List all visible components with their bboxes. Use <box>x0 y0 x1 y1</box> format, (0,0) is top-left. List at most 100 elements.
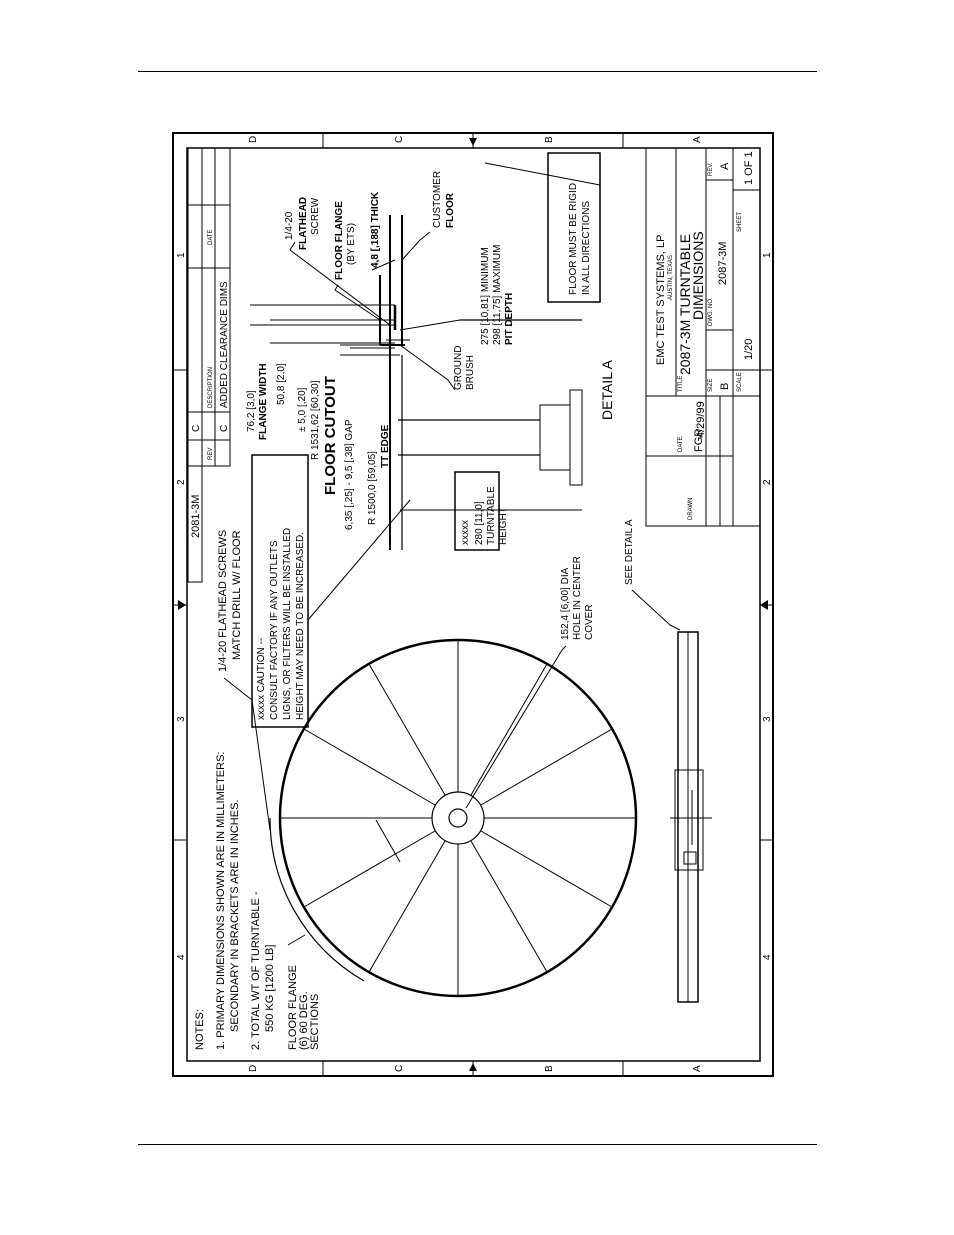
lbl-scale: SCALE <box>737 372 743 392</box>
gap-label: 6,35 [,25] - 9,5 [,38] GAP <box>344 419 355 530</box>
thick-label: 4,8 [,188] THICK <box>370 191 381 268</box>
zone-arrows <box>178 138 768 1071</box>
height-line-4: HEIGHT <box>498 507 509 545</box>
side-elevation <box>631 589 712 1003</box>
title-block <box>645 147 761 527</box>
height-text: xxxxx 280 [11,0] TURNTABLE HEIGHT <box>460 486 509 545</box>
customer-floor-label: FLOOR <box>445 192 456 228</box>
height-line-1: xxxxx <box>460 520 471 545</box>
zone-row-d-top: D <box>248 136 259 143</box>
screw-label: SCREW <box>310 197 321 235</box>
caution-leader <box>307 499 411 621</box>
zone-row-c-bot: C <box>394 1065 405 1072</box>
lbl-rev: REV. <box>708 162 714 176</box>
hole-cover-label: COVER <box>584 604 595 640</box>
notes: NOTES: 1. PRIMARY DIMENSIONS SHOWN ARE I… <box>194 752 321 1050</box>
detail-a-dims: 76,2 [3,0] FLANGE WIDTH 50,8 [2,0] ± 5,0… <box>246 171 515 530</box>
zone-row-a-top: A <box>692 136 703 143</box>
rev-description: ADDED CLEARANCE DIMS <box>219 281 230 408</box>
caution-line-1: xxxxx CAUTION -- <box>256 638 267 720</box>
brush-label: BRUSH <box>465 355 476 390</box>
floor-flange-sections: SECTIONS <box>309 994 321 1050</box>
dim-r1500: R 1500,0 [59,05] <box>367 451 378 525</box>
screws-label: 1/4-20 FLATHEAD SCREWS <box>217 530 229 672</box>
top-rule <box>138 71 817 72</box>
rev-col-desc: DESCRIPTION <box>208 367 214 408</box>
lbl-title: TITLE <box>678 376 684 392</box>
lbl-sheet: SHEET <box>737 212 743 232</box>
rev-col-date: DATE <box>208 229 214 245</box>
hole-leader <box>465 645 567 809</box>
zone-col-2-right: 2 <box>762 479 773 485</box>
detail-a-leaders <box>289 162 601 391</box>
lbl-dwg: DWG. NO. <box>708 297 714 326</box>
rigid-box <box>547 152 601 303</box>
rev-letter-head: C <box>191 425 202 432</box>
tt-edge-label: TT EDGE <box>380 424 391 468</box>
zone-col-2-left: 2 <box>176 479 187 485</box>
floor-cutout-label: FLOOR CUTOUT <box>322 376 339 495</box>
drawn-by: FGR <box>693 429 705 452</box>
screw-flathead-label: FLATHEAD <box>298 197 309 250</box>
note-2b: 550 KG [1200 LB] <box>264 945 276 1032</box>
caution-box <box>251 454 309 728</box>
note-1b: SECONDARY IN BRACKETS ARE IN INCHES. <box>229 800 241 1032</box>
pit-min-label: 275 [10,81] MINIMUM <box>480 247 491 345</box>
part-number: 2081-3M <box>190 495 202 538</box>
lbl-drawn: DRAWN <box>688 498 694 520</box>
drawing-date: 4/29/99 <box>695 401 707 438</box>
ground-label: GROUND <box>453 346 464 390</box>
dwg-number: 2087-3M <box>717 242 729 285</box>
floor-flange-ets-label: (BY ETS) <box>346 223 357 265</box>
floor-flange-leader <box>287 934 306 946</box>
screw-size-label: 1/4-20 <box>284 211 295 240</box>
rev-letter: C <box>219 425 230 432</box>
title-block-text: EMC TEST SYSTEMS, LP AUSTIN, TEXAS 2087-… <box>655 151 755 520</box>
rigid-line-2: IN ALL DIRECTIONS <box>581 201 592 295</box>
zone-row-a-bot: A <box>692 1065 703 1072</box>
zone-row-c-top: C <box>394 136 405 143</box>
zone-labels: D C B A D C B A 1 2 3 4 1 2 3 4 <box>176 136 773 1072</box>
floor-flange-detail-label: FLOOR FLANGE <box>334 201 345 280</box>
zone-row-b-top: B <box>544 136 555 143</box>
rigid-line-1: FLOOR MUST BE RIGID <box>568 183 579 295</box>
floor-flange-deg: (6) 60 DEG. <box>298 991 310 1050</box>
height-line-2: 280 [11,0] <box>474 501 485 545</box>
dim-r1531: R 1531,62 [60,30] <box>310 380 321 460</box>
drawing-subtitle: DIMENSIONS <box>690 231 706 320</box>
floor-flange-label: FLOOR FLANGE <box>287 965 299 1050</box>
zone-col-3-left: 3 <box>176 716 187 722</box>
height-box <box>454 471 500 551</box>
notes-heading: NOTES: <box>194 1009 206 1050</box>
caution-line-3: LIGNS, OR FILTERS WILL BE INSTALLED <box>282 528 293 720</box>
note-1a: 1. PRIMARY DIMENSIONS SHOWN ARE IN MILLI… <box>215 752 227 1050</box>
height-line-3: TURNTABLE <box>486 486 497 545</box>
scale-value: 1/20 <box>743 339 755 360</box>
pit-max-label: 298 [11,75] MAXIMUM <box>492 245 503 345</box>
caution-line-4: HEIGHT MAY NEED TO BE INCREASED. <box>295 532 306 720</box>
dim-50-8: 50,8 [2,0] <box>276 363 287 405</box>
revision-text: REV DESCRIPTION DATE <box>208 229 214 460</box>
bottom-rule <box>138 1144 817 1145</box>
caution-line-2: CONSULT FACTORY IF ANY OUTLETS <box>269 540 280 720</box>
rev-col-rev: REV <box>208 448 214 460</box>
rev-value: A <box>719 162 731 170</box>
flange-width-label: FLANGE WIDTH <box>258 363 269 440</box>
detail-a-drawing <box>250 215 583 550</box>
turntable-plan <box>269 638 638 998</box>
pit-depth-label: PIT DEPTH <box>504 293 515 345</box>
customer-label: CUSTOMER <box>432 171 443 228</box>
zone-col-1-right: 1 <box>762 252 773 258</box>
zone-row-b-bot: B <box>544 1065 555 1072</box>
flange-width-value: 76,2 [3,0] <box>246 390 257 432</box>
lbl-date: DATE <box>678 436 684 452</box>
zone-col-1-left: 1 <box>176 252 187 258</box>
size-value: B <box>719 383 731 390</box>
hole-center-label: HOLE IN CENTER <box>572 556 583 640</box>
detail-a-title: DETAIL A <box>599 359 615 420</box>
zone-col-4-left: 4 <box>176 954 187 960</box>
drawing-title: 2087-3M TURNTABLE <box>677 234 693 375</box>
revision-block <box>187 147 231 583</box>
company-name: EMC TEST SYSTEMS, LP <box>655 235 667 365</box>
